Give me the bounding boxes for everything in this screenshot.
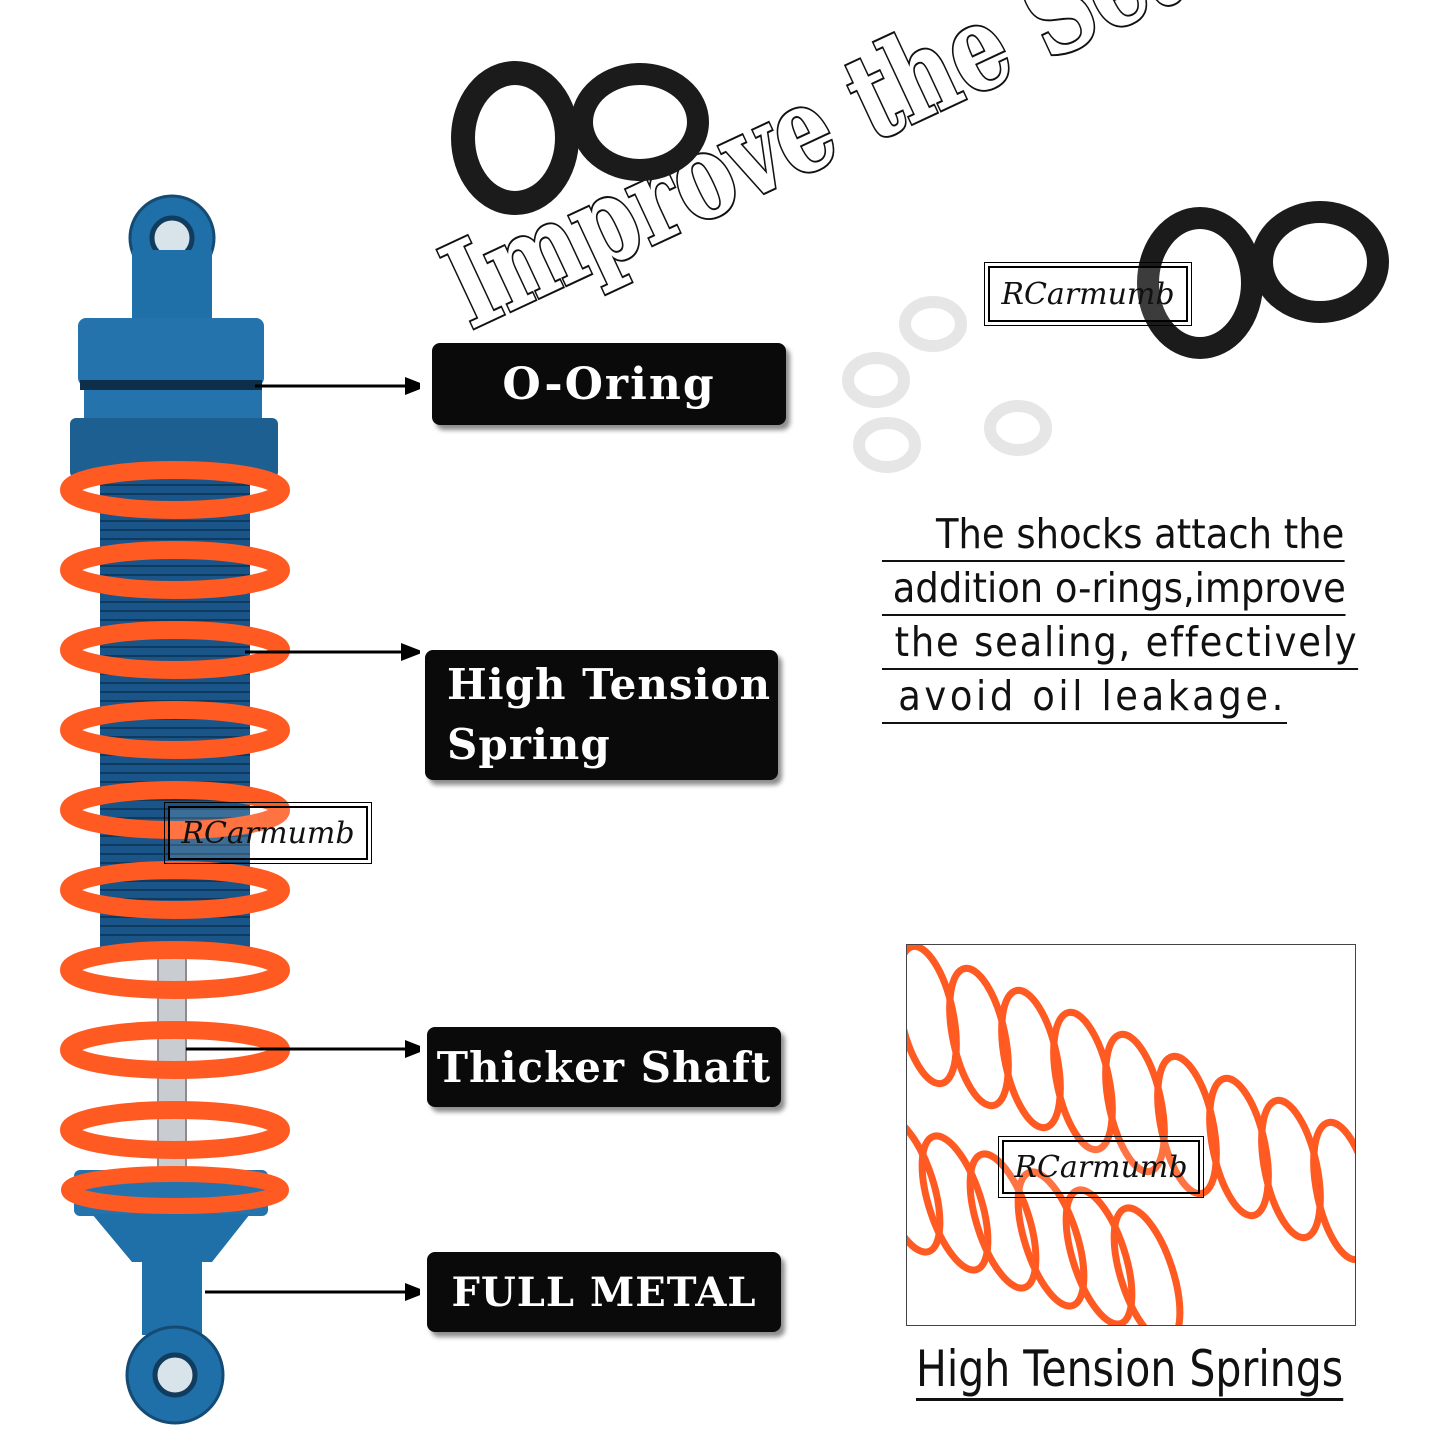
arrowhead (401, 643, 420, 661)
photo-coil (1258, 1096, 1324, 1242)
watermark-orings: RCarmumb (984, 262, 1192, 326)
top-neck (132, 250, 212, 320)
spring-coil (60, 941, 290, 999)
black-o-ring (451, 61, 579, 215)
arrowhead (405, 1040, 420, 1058)
photo-coil (1206, 1074, 1272, 1220)
watermark-springs: RCarmumb (998, 1136, 1204, 1198)
photo-coil (946, 964, 1012, 1110)
spring-coil (60, 1101, 290, 1159)
arrowhead (405, 1283, 420, 1301)
spring-coil (60, 541, 290, 599)
photo-coil (1110, 1204, 1184, 1325)
label-metal-text: FULL METAL (451, 1268, 757, 1316)
label-high-tension-spring: High Tension Spring (425, 650, 778, 780)
spring-coil (60, 701, 290, 759)
bottom-cone (92, 1214, 250, 1262)
o-rings-graphic (451, 61, 1389, 473)
o-ring-groove (80, 380, 262, 390)
spring-coil (61, 1166, 289, 1214)
springs-photo-graphic (907, 945, 1355, 1325)
shock-absorber-illustration (60, 194, 420, 1425)
label-o-ring-text: O-Oring (502, 358, 716, 410)
spring-coil (60, 861, 290, 919)
description-line-3: the sealing, effectively (882, 616, 1359, 670)
photo-coil (1014, 1168, 1088, 1310)
white-o-ring (842, 352, 910, 408)
black-o-ring (1137, 207, 1263, 359)
photo-spring-coils (907, 945, 1355, 1325)
spring-coil (60, 461, 290, 519)
label-spring-line2: Spring (447, 720, 611, 769)
knurled-collar (70, 418, 278, 478)
spring-coil (60, 621, 290, 679)
label-o-ring: O-Oring (432, 343, 786, 425)
white-o-ring (899, 296, 967, 352)
springs-photo (906, 944, 1356, 1326)
description-line-1: The shocks attach the (882, 508, 1345, 562)
black-o-ring (1251, 201, 1389, 323)
white-o-ring (984, 400, 1052, 456)
label-thicker-shaft: Thicker Shaft (427, 1027, 781, 1107)
photo-coil (907, 1114, 944, 1256)
photo-coil (918, 1132, 992, 1274)
spring-coil (60, 781, 290, 839)
watermark-shock: RCarmumb (164, 802, 372, 864)
label-full-metal: FULL METAL (427, 1252, 781, 1332)
photo-coil (1062, 1186, 1136, 1325)
top-cap (78, 318, 264, 386)
black-o-ring (571, 63, 709, 181)
description-line-4: avoid oil leakage. (882, 670, 1287, 724)
white-o-ring (853, 417, 921, 473)
photo-coil (966, 1150, 1040, 1292)
label-spring-line1: High Tension (447, 660, 772, 709)
springs-caption: High Tension Springs (916, 1340, 1344, 1401)
bottom-eyelet-hole (152, 1352, 198, 1398)
callout-arrows (186, 377, 420, 1301)
photo-coil (1050, 1008, 1116, 1154)
spring-coils (60, 461, 290, 1214)
headline-graphic: Improve the Sealing (421, 0, 1399, 357)
photo-coil (1310, 1118, 1355, 1264)
description-line-2: addition o-rings,improve (882, 562, 1346, 616)
cap-lower (84, 390, 262, 420)
label-shaft-text: Thicker Shaft (436, 1042, 772, 1092)
arrowhead (405, 377, 420, 395)
bottom-neck (142, 1255, 202, 1335)
photo-coil (998, 986, 1064, 1132)
